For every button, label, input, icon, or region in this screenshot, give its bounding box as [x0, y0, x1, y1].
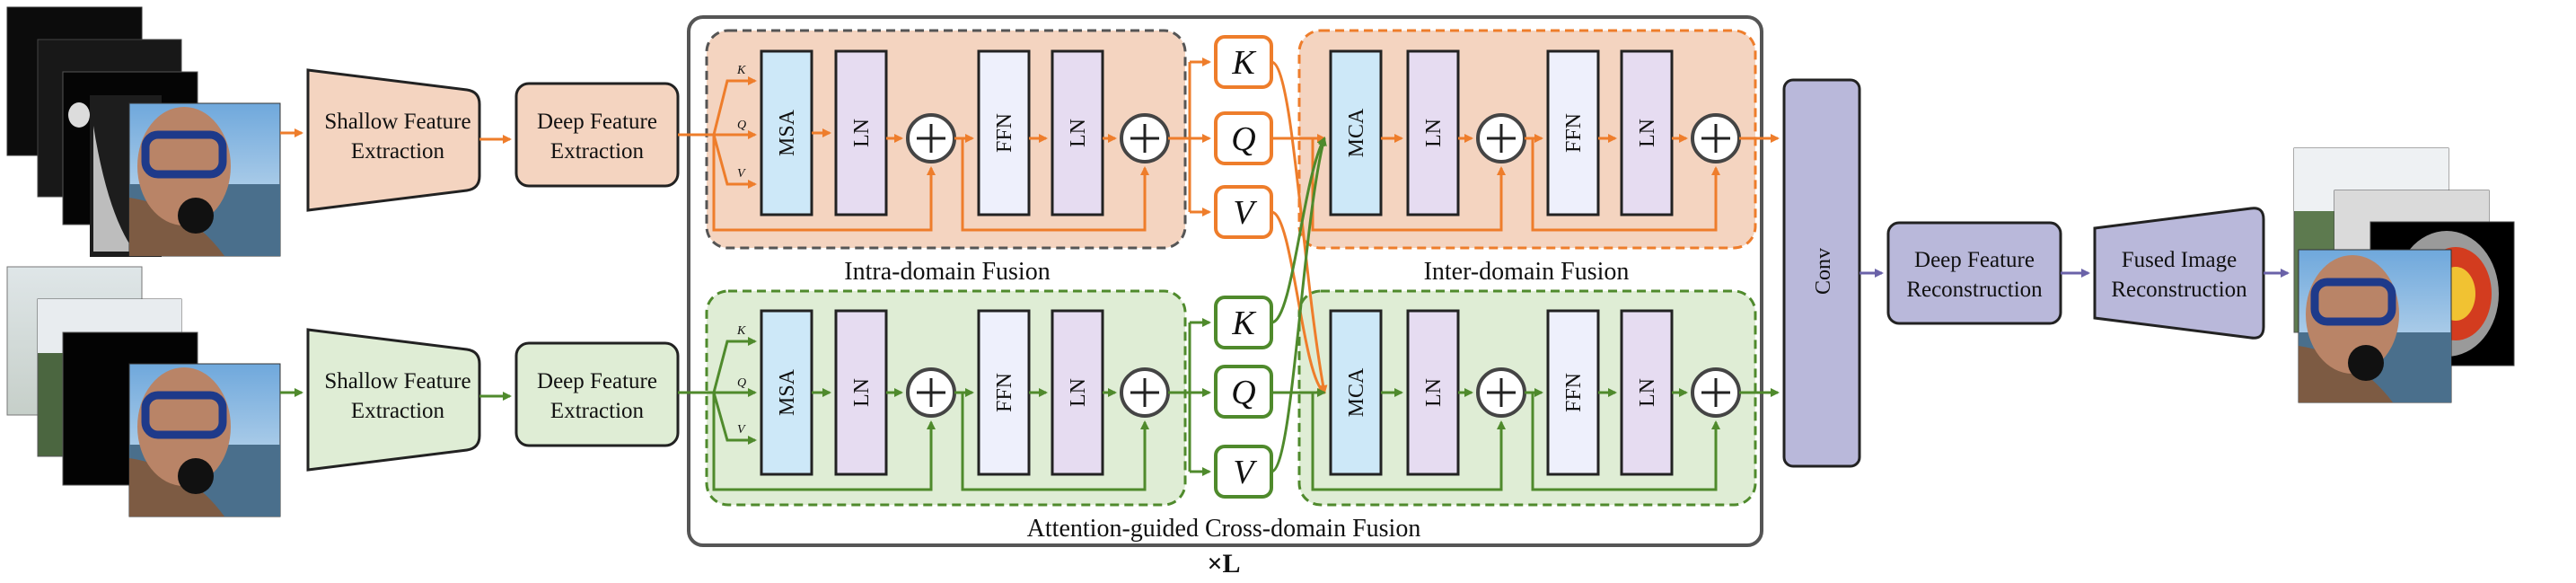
- fused-image-reconstruction: [2093, 207, 2265, 340]
- msa-label-bottom: MSA: [776, 368, 799, 416]
- inter-domain-fusion-caption: Inter-domain Fusion: [1424, 258, 1630, 286]
- q-branch-label-top: Q: [737, 119, 746, 132]
- mca-label-bottom: MCA: [1345, 367, 1368, 417]
- ffn-block-top-2: [1546, 49, 1600, 216]
- attention-guided-fusion-container: [687, 15, 1763, 547]
- ffn-block-bottom-2: [1546, 309, 1600, 476]
- ln-label-bottom-1: LN: [850, 378, 874, 407]
- cross-domain-fusion-caption: Attention-guided Cross-domain Fusion: [1027, 515, 1421, 543]
- ffn-block-bottom: [977, 309, 1031, 476]
- bottom-stream-connectors: [280, 137, 1780, 491]
- q-label-bottom: Q: [1231, 374, 1255, 411]
- v-branch-label-bottom: V: [737, 423, 746, 437]
- k-branch-label-top: K: [736, 64, 746, 77]
- intra-domain-fusion-caption: Intra-domain Fusion: [844, 258, 1050, 286]
- diving-mask-icon: [141, 391, 227, 439]
- msa-block-bottom: [760, 309, 813, 476]
- shallow-feature-extraction-top: [306, 68, 481, 212]
- fused-output-images: [2293, 147, 2515, 403]
- ln-label-bottom-4: LN: [1636, 378, 1659, 407]
- conv-label: Conv: [1812, 248, 1835, 295]
- ln-block-bottom-3: [1406, 309, 1460, 476]
- ln-label-top-4: LN: [1636, 119, 1659, 147]
- mca-block-bottom: [1329, 309, 1383, 476]
- k-label-bottom: K: [1231, 305, 1256, 342]
- top-stream-connectors: [280, 57, 1780, 394]
- v-branch-label-top: V: [737, 167, 746, 181]
- deep-feature-extraction-bottom: [514, 341, 680, 447]
- ln-label-top-1: LN: [850, 119, 874, 147]
- bottom-input-images: [6, 266, 281, 517]
- mca-block-top: [1329, 49, 1383, 216]
- ln-label-top-2: LN: [1067, 119, 1090, 147]
- deep-feature-extraction-top: [514, 82, 680, 188]
- msa-label-top: MSA: [776, 109, 799, 156]
- ln-block-bottom-1: [834, 309, 888, 476]
- ffn-label-top: FFN: [993, 113, 1016, 153]
- v-label-bottom: V: [1233, 454, 1257, 491]
- ffn-label-bottom: FFN: [993, 373, 1016, 412]
- q-branch-label-bottom: Q: [737, 376, 746, 390]
- thermal-person-icon: [68, 102, 90, 128]
- ffn-block-top: [977, 49, 1031, 216]
- ln-label-top-3: LN: [1422, 119, 1446, 147]
- diving-mask-icon: [141, 130, 227, 179]
- v-label-top: V: [1233, 194, 1257, 232]
- ln-label-bottom-2: LN: [1067, 378, 1090, 407]
- ln-block-bottom-2: [1051, 309, 1104, 476]
- ln-block-top-1: [834, 49, 888, 216]
- q-label-top: Q: [1231, 120, 1255, 158]
- k-label-top: K: [1231, 44, 1256, 82]
- repeat-l-label: ×L: [1207, 549, 1240, 579]
- k-branch-label-bottom: K: [736, 324, 746, 338]
- msa-block-top: [760, 49, 813, 216]
- ffn-label-top-2: FFN: [1562, 113, 1586, 153]
- mca-label-top: MCA: [1345, 108, 1368, 157]
- ln-label-bottom-3: LN: [1422, 378, 1446, 407]
- ln-block-top-2: [1051, 49, 1104, 216]
- ln-block-top-3: [1406, 49, 1460, 216]
- deep-feature-reconstruction: [1886, 221, 2062, 325]
- top-input-images: [6, 6, 281, 257]
- diving-mask-icon: [2310, 278, 2396, 326]
- ffn-label-bottom-2: FFN: [1562, 373, 1586, 412]
- ln-block-top-4: [1620, 49, 1674, 216]
- shallow-feature-extraction-bottom: [306, 328, 481, 472]
